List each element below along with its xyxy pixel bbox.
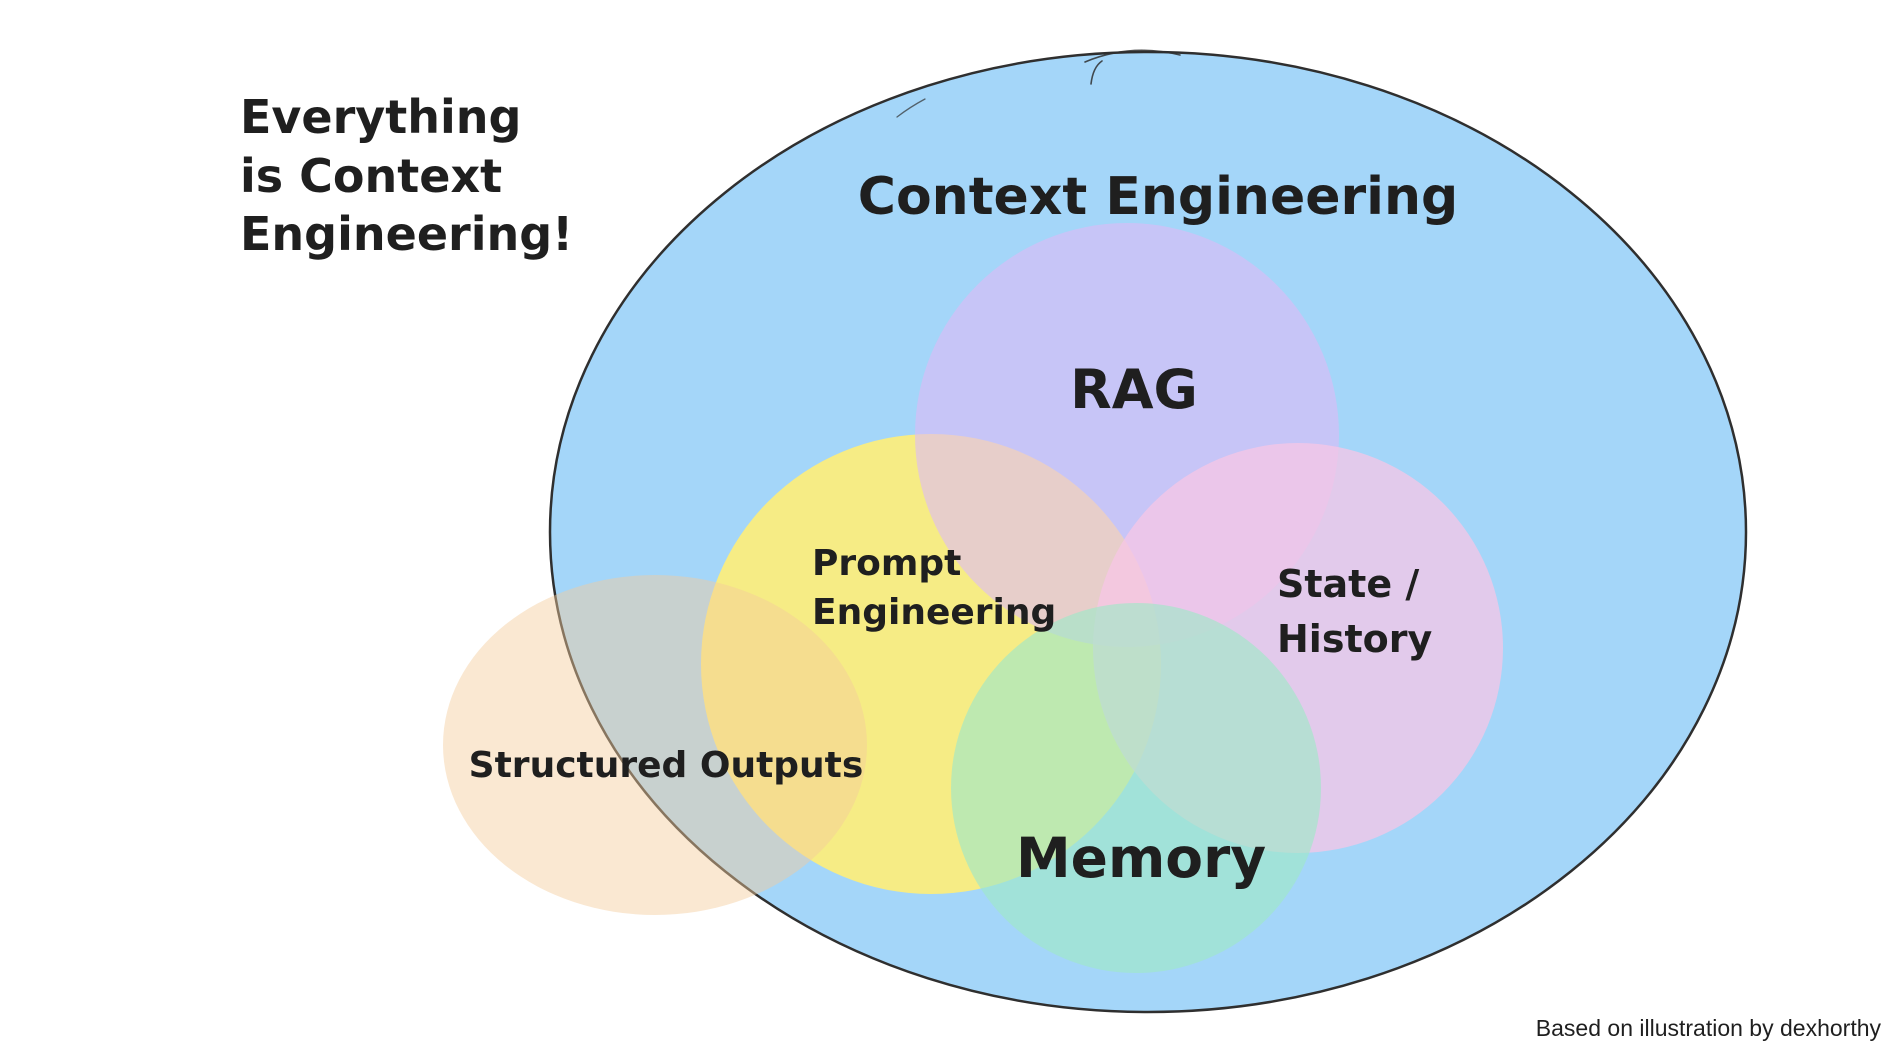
memory-label: Memory	[1016, 826, 1266, 890]
rag-label: RAG	[1070, 358, 1198, 421]
prompt-engineering-label-line-2: Engineering	[812, 592, 1056, 633]
context-engineering-label: Context Engineering	[858, 167, 1458, 227]
prompt-engineering-label-line-1: Prompt	[812, 543, 961, 584]
heading-line-2: is Context	[240, 149, 502, 203]
heading-line-3: Engineering!	[240, 207, 573, 261]
sketch-overstroke-left	[896, 98, 926, 118]
sketch-overstroke-top	[1084, 49, 1181, 63]
structured-outputs-circle	[443, 575, 867, 915]
structured-outputs-label: Structured Outputs	[469, 745, 864, 786]
memory-circle	[951, 603, 1321, 973]
heading-line-1: Everything	[240, 90, 521, 144]
state-history-label-line-2: History	[1277, 617, 1432, 661]
state-history-label-line-1: State /	[1277, 562, 1419, 606]
attribution-text: Based on illustration by dexhorthy	[1536, 1015, 1882, 1041]
labels: Everything is Context Engineering! Conte…	[240, 90, 1881, 1041]
sketch-overstroke-tick	[1090, 60, 1103, 85]
